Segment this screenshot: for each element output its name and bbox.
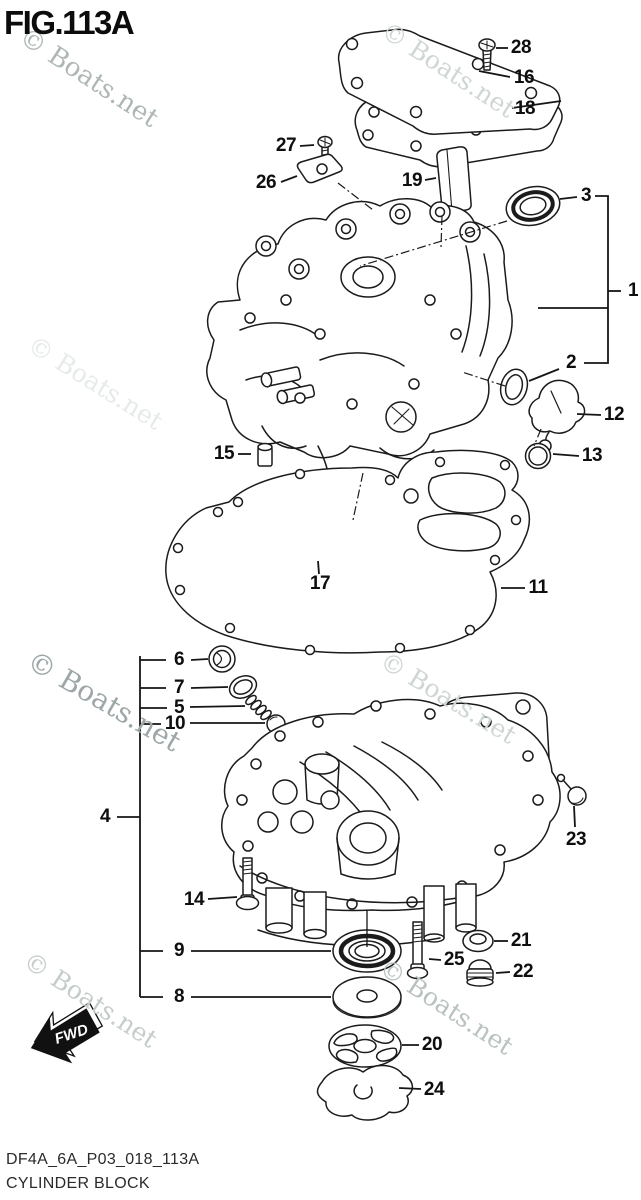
callout-4: 4: [99, 806, 111, 827]
callout-22: 22: [512, 961, 534, 982]
figure-code: DF4A_6A_P03_018_113A: [6, 1151, 200, 1168]
part-22-plug: [466, 959, 494, 987]
callout-14: 14: [183, 889, 205, 910]
part-26-plate: [296, 153, 343, 184]
caption-block: DF4A_6A_P03_018_113A CYLINDER BLOCK: [6, 1148, 199, 1196]
callout-18: 18: [514, 98, 536, 119]
part-2-seal-ring: [499, 368, 529, 406]
callout-24: 24: [423, 1079, 445, 1100]
part-4-crankcase: [221, 692, 561, 947]
callout-15: 15: [213, 443, 235, 464]
callout-7: 7: [173, 677, 185, 698]
part-24-gasket: [316, 1064, 414, 1121]
part-20-strainer: [328, 1024, 402, 1068]
callout-9: 9: [173, 940, 185, 961]
callout-6: 6: [173, 649, 185, 670]
part-11-gasket: [165, 449, 531, 656]
part-3-oil-seal: [505, 185, 561, 227]
callout-16: 16: [513, 67, 535, 88]
callout-25: 25: [443, 949, 465, 970]
callout-28: 28: [510, 37, 532, 58]
callout-20: 20: [421, 1034, 443, 1055]
callout-2: 2: [565, 352, 577, 373]
callout-19: 19: [401, 170, 423, 191]
part-14-bolt: [235, 857, 260, 911]
callout-12: 12: [603, 404, 625, 425]
callout-11: 11: [528, 577, 548, 598]
part-6-plug: [208, 645, 236, 673]
part-21-washer: [462, 929, 494, 953]
part-25-bolt: [406, 921, 429, 980]
callout-3: 3: [580, 185, 592, 206]
part-13-o-ring: [524, 442, 552, 470]
part-9-oil-seal: [332, 929, 402, 973]
callout-10: 10: [164, 713, 186, 734]
callout-8: 8: [173, 986, 185, 1007]
figure-title: FIG.113A: [4, 4, 135, 41]
part-5-spring: [245, 694, 272, 721]
callout-17: 17: [309, 573, 331, 594]
part-16-cover-plate: [337, 28, 561, 135]
centerlines: [337, 182, 542, 521]
callout-13: 13: [581, 445, 603, 466]
callout-1: 1: [627, 280, 639, 301]
callout-21: 21: [510, 930, 532, 951]
callout-27: 27: [275, 135, 297, 156]
callout-23: 23: [565, 829, 587, 850]
part-12-oil-cap: [528, 379, 586, 453]
part-19-block: [436, 146, 472, 214]
figure-name: CYLINDER BLOCK: [6, 1175, 150, 1192]
part-23-plug: [556, 773, 587, 806]
part-1-cylinder-block: [206, 198, 513, 493]
callout-5: 5: [173, 697, 185, 718]
callout-26: 26: [255, 172, 277, 193]
leader-lines: [117, 47, 621, 1090]
part-28-screw: [478, 38, 496, 71]
part-15-dowel-pin: [257, 442, 273, 467]
part-7-o-ring: [228, 675, 258, 699]
part-8-washer-plate: [332, 976, 402, 1019]
